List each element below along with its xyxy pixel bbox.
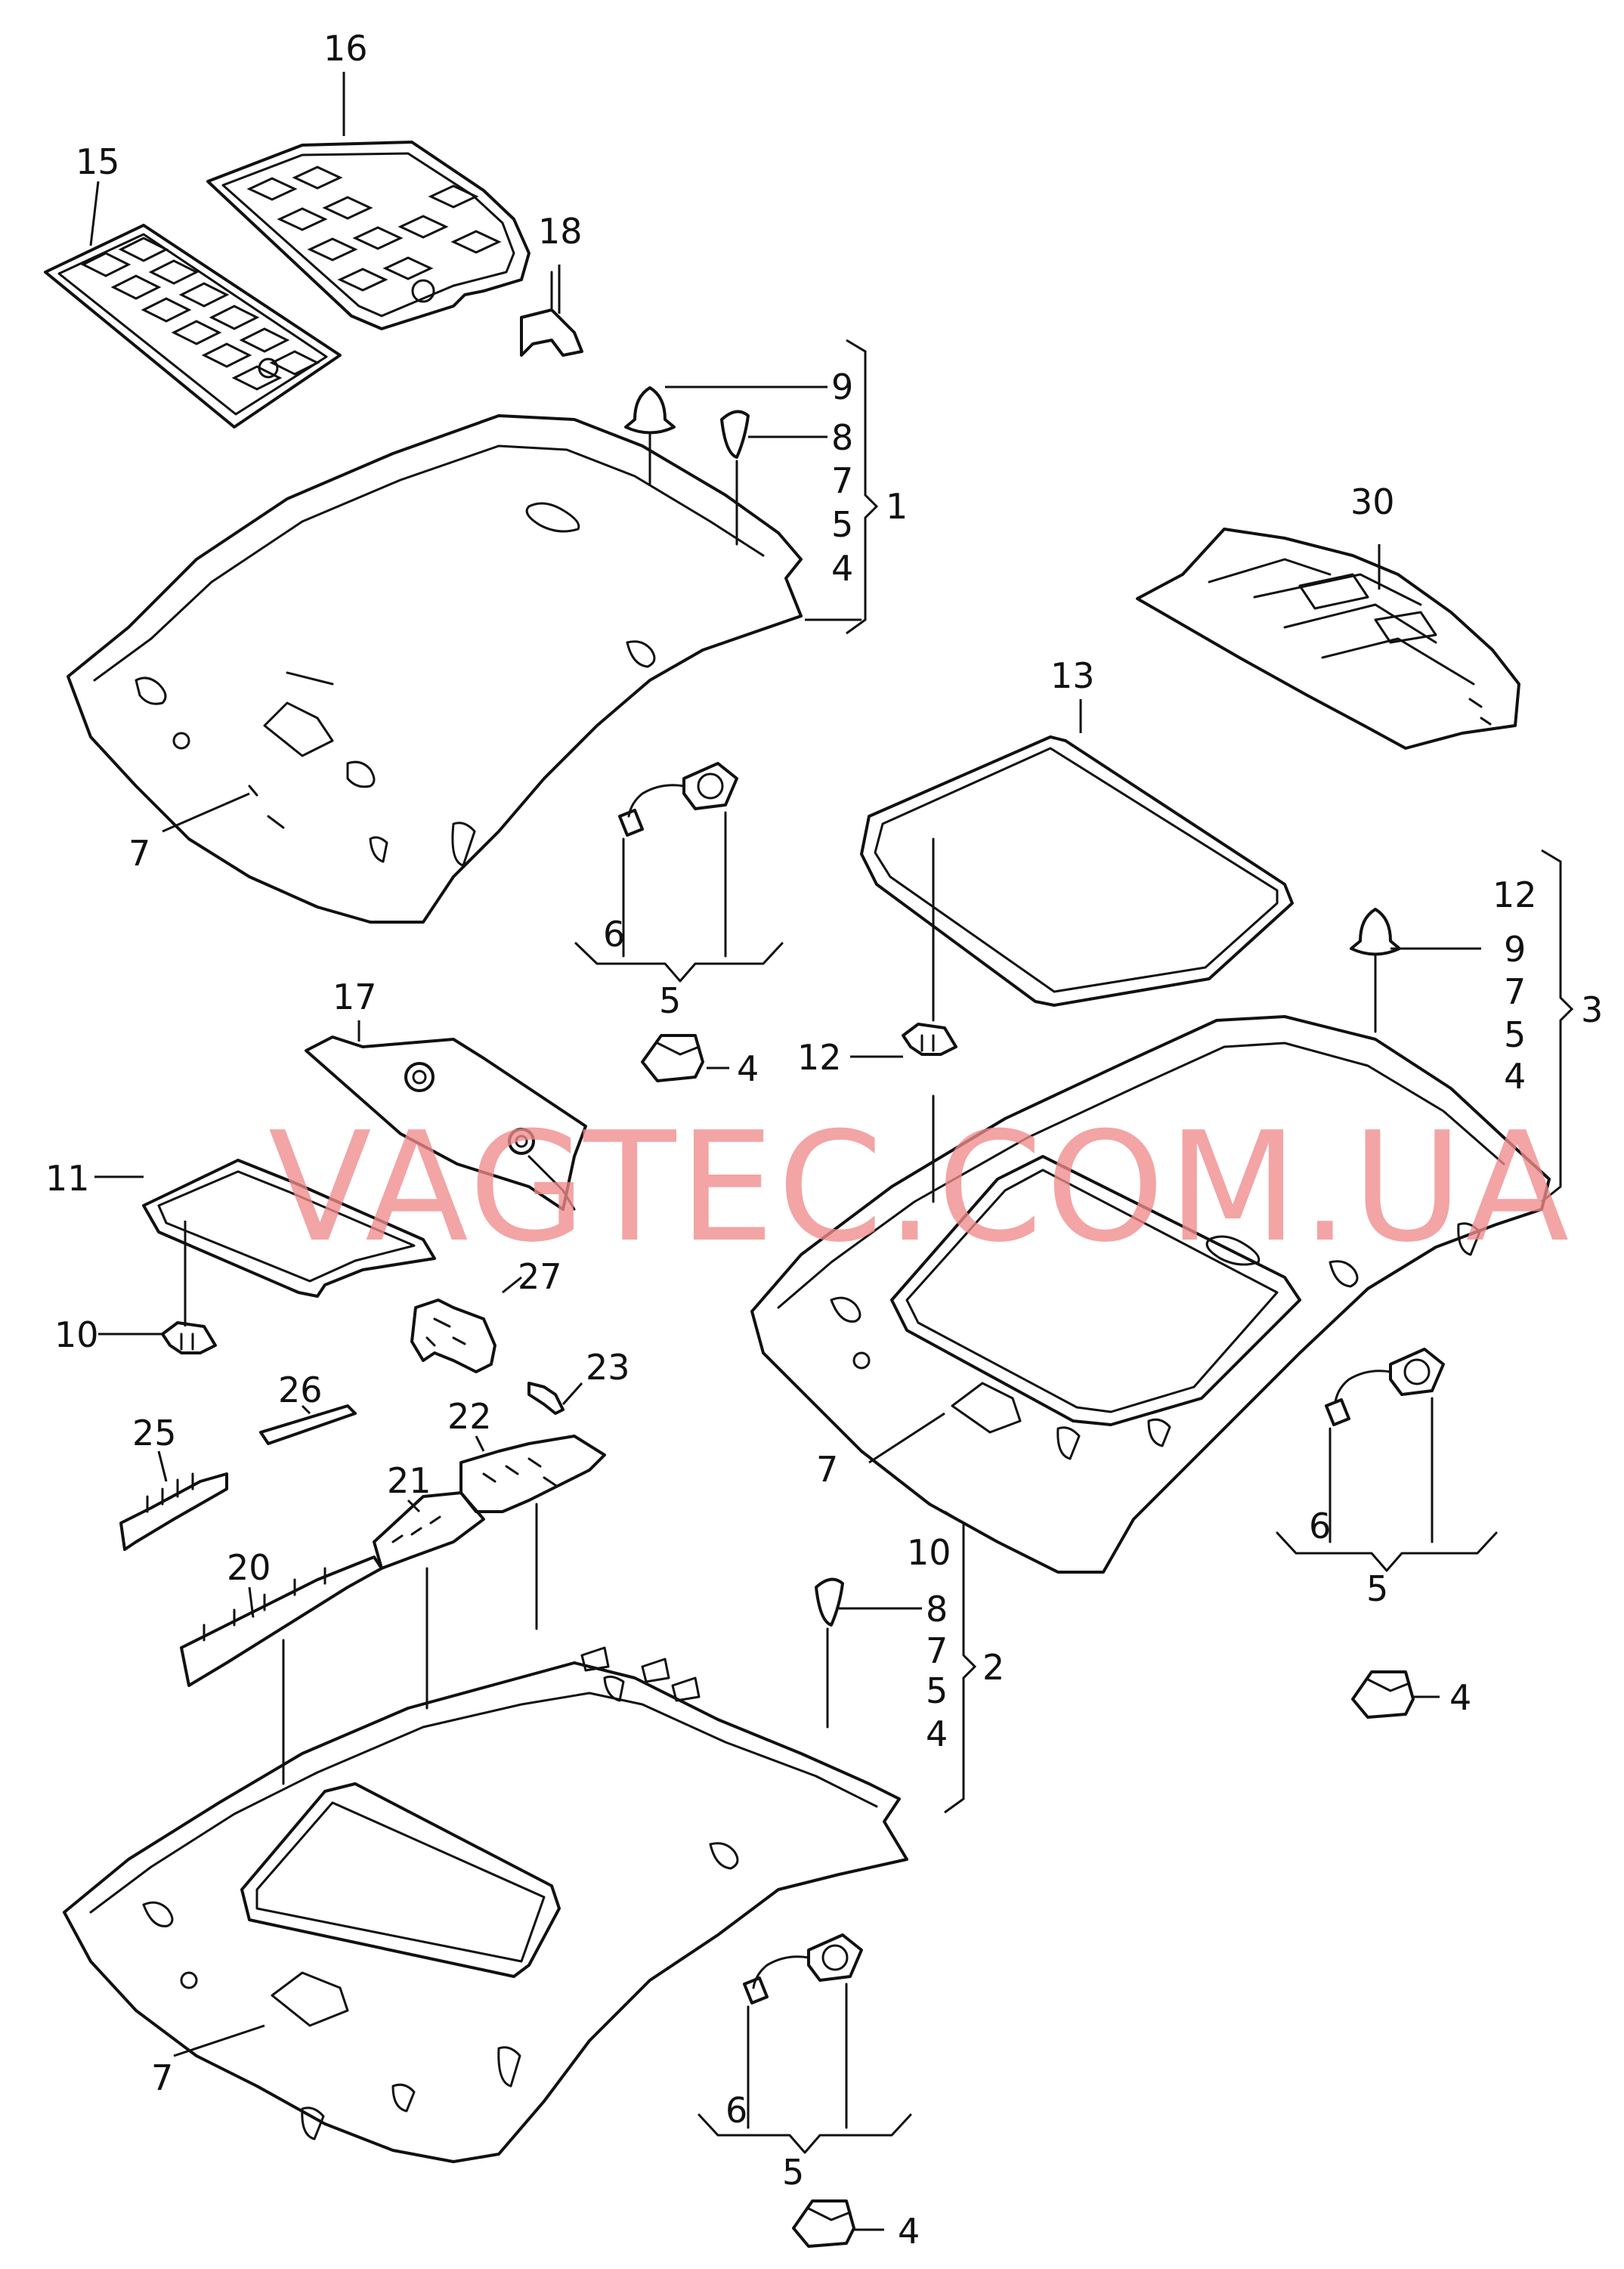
trim-30 bbox=[1136, 528, 1520, 750]
callout-5-top: 5 bbox=[831, 504, 853, 545]
callout-6-right: 6 bbox=[1309, 1506, 1331, 1546]
callout-10-left: 10 bbox=[54, 1314, 99, 1355]
callout-7-center: 7 bbox=[816, 1449, 838, 1490]
clip-9-right bbox=[1350, 908, 1401, 1033]
bracket-21 bbox=[373, 1491, 485, 1570]
callout-22: 22 bbox=[447, 1396, 492, 1437]
callout-5-group-bottom: 5 bbox=[782, 2152, 804, 2193]
callout-30: 30 bbox=[1350, 481, 1395, 522]
cap-4-bottom bbox=[792, 2199, 855, 2248]
trim-17 bbox=[305, 1035, 587, 1211]
strip-26 bbox=[259, 1404, 357, 1445]
callout-8-top: 8 bbox=[831, 417, 853, 458]
callout-4-right: 4 bbox=[1504, 1056, 1526, 1097]
seal-11 bbox=[142, 1159, 436, 1298]
clip-10 bbox=[161, 1321, 217, 1354]
callout-7-right: 7 bbox=[1504, 971, 1526, 1012]
cap-4-top bbox=[641, 1034, 704, 1082]
callout-7-bottom: 7 bbox=[926, 1630, 948, 1671]
headliner-1 bbox=[67, 414, 803, 924]
brace-1 bbox=[846, 339, 879, 635]
brace-3 bbox=[1541, 849, 1574, 1203]
headliner-2 bbox=[63, 1646, 908, 2163]
bracket-27 bbox=[410, 1299, 496, 1373]
callout-5-group-top: 5 bbox=[659, 980, 681, 1021]
leader-lines bbox=[89, 72, 1481, 2231]
callout-27: 27 bbox=[518, 1256, 562, 1297]
callout-21: 21 bbox=[387, 1460, 432, 1501]
callout-labels: 16 15 18 9 8 7 1 5 4 30 13 7 6 5 17 4 12… bbox=[45, 28, 1603, 2252]
callout-18: 18 bbox=[538, 211, 583, 252]
callout-20: 20 bbox=[227, 1547, 271, 1588]
callout-9-right: 9 bbox=[1504, 929, 1526, 970]
callout-4-bottom: 4 bbox=[926, 1713, 948, 1754]
callout-26: 26 bbox=[278, 1370, 323, 1410]
callout-5-group-right: 5 bbox=[1366, 1568, 1388, 1609]
callout-4-group-right: 4 bbox=[1449, 1677, 1471, 1718]
callout-13: 13 bbox=[1050, 655, 1095, 696]
callout-12-left: 12 bbox=[797, 1037, 842, 1078]
callout-6-top: 6 bbox=[603, 914, 625, 955]
bracket-25 bbox=[119, 1472, 228, 1551]
callout-12-right: 12 bbox=[1493, 874, 1537, 915]
callout-1: 1 bbox=[886, 486, 908, 527]
clip-23 bbox=[527, 1382, 565, 1415]
clip-8-bottom bbox=[815, 1577, 844, 1729]
callout-25: 25 bbox=[132, 1413, 177, 1453]
handle-assembly-5-top bbox=[574, 762, 784, 983]
clip-12 bbox=[902, 1023, 957, 1056]
bracket-18 bbox=[520, 271, 583, 357]
handle-assembly-5-bottom bbox=[698, 1933, 912, 2154]
callout-5-bottom: 5 bbox=[926, 1670, 948, 1711]
insulation-mat-16 bbox=[206, 141, 531, 330]
callout-6-bottom: 6 bbox=[725, 2090, 747, 2131]
callout-11: 11 bbox=[45, 1158, 90, 1199]
callout-15: 15 bbox=[76, 141, 120, 182]
watermark: VAGTEC.COM.UA bbox=[268, 1100, 1572, 1276]
callout-2: 2 bbox=[982, 1647, 1004, 1688]
callout-7-top: 7 bbox=[831, 460, 853, 501]
callout-8-bottom: 8 bbox=[926, 1589, 948, 1630]
callout-23: 23 bbox=[586, 1347, 630, 1388]
callout-17: 17 bbox=[333, 977, 377, 1017]
callout-4-group-bottom: 4 bbox=[898, 2211, 920, 2252]
bracket-20 bbox=[180, 1555, 383, 1687]
callout-4-group-top: 4 bbox=[737, 1048, 759, 1089]
cap-4-right bbox=[1351, 1670, 1415, 1719]
clip-8-top bbox=[720, 410, 750, 546]
seal-13 bbox=[860, 735, 1294, 1007]
insulation-mat-15 bbox=[44, 224, 342, 429]
callout-16: 16 bbox=[323, 28, 368, 69]
callout-3: 3 bbox=[1581, 989, 1603, 1030]
callout-7-left: 7 bbox=[128, 833, 150, 874]
callout-5-right: 5 bbox=[1504, 1014, 1526, 1055]
callout-9-top: 9 bbox=[831, 367, 853, 407]
callout-4-top: 4 bbox=[831, 548, 853, 589]
handle-assembly-5-right bbox=[1276, 1348, 1498, 1572]
clip-9-top bbox=[624, 386, 676, 485]
callout-10-bottom: 10 bbox=[907, 1532, 951, 1573]
callout-7-bottom-left: 7 bbox=[151, 2057, 173, 2098]
brace-2 bbox=[944, 1510, 977, 1814]
